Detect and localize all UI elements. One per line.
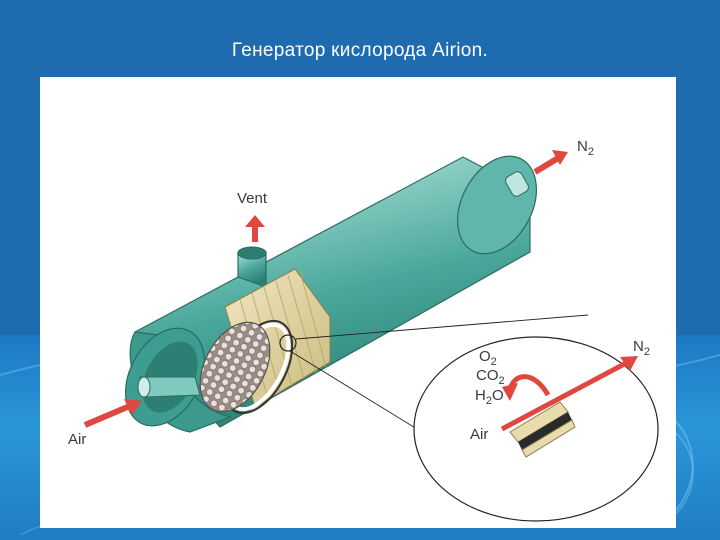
h2o-label: H2O <box>475 387 504 407</box>
membrane-diagram: Vent Air N2 N2 O2 CO2 H2O Air <box>68 138 659 522</box>
diagram-figure: Vent Air N2 N2 O2 CO2 H2O Air <box>40 77 676 528</box>
membrane-cylinder <box>125 155 589 438</box>
vent-label: Vent <box>237 190 268 207</box>
air-inlet-arrow <box>83 399 142 428</box>
vent-arrow <box>245 215 265 242</box>
slide-title: Генератор кислорода Airion. <box>231 40 489 61</box>
n2-top-label: N2 <box>577 138 594 158</box>
co2-label: CO2 <box>476 367 505 387</box>
o2-label: O2 <box>479 348 497 368</box>
air-label: Air <box>68 431 86 448</box>
n2-outlet-arrow <box>533 150 568 175</box>
inset-air-label: Air <box>470 426 488 443</box>
inset-detail <box>413 336 659 522</box>
inset-flow-arrow <box>500 356 638 432</box>
n2-inset-label: N2 <box>633 338 650 358</box>
